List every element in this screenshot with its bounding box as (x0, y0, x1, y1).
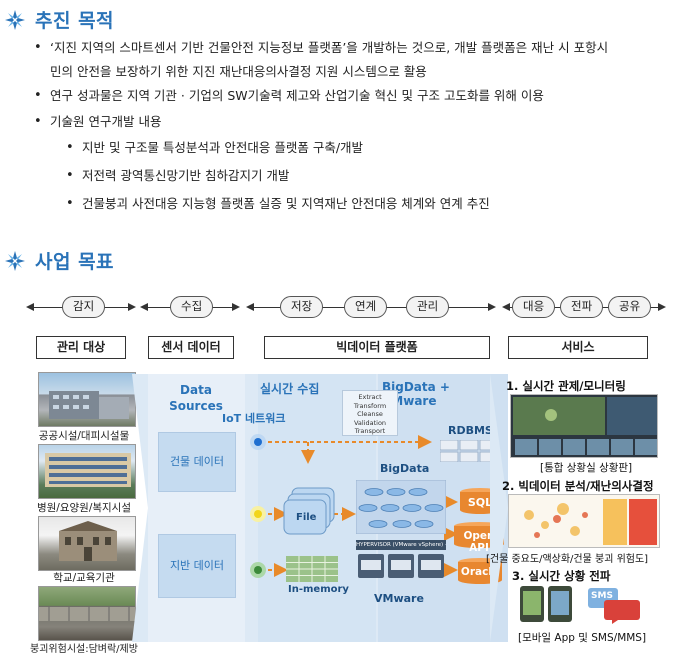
category-bigdata-platform: 빅데이터 플랫폼 (264, 336, 490, 359)
rdbms-label: RDBMS (448, 424, 493, 437)
vmware-servers-icon (358, 554, 444, 578)
service-caption: [건물 중요도/액상화/건물 붕괴 위험도] (486, 554, 649, 565)
sub-bullet-item: 지반 및 구조물 특성분석과 안전대응 플랫폼 구축/개발 (66, 136, 674, 160)
oracle-label: Oracle (460, 566, 500, 578)
stage-pill: 공유 (608, 296, 652, 318)
star-bullet-icon (5, 250, 25, 271)
ground-data-box: 지반 데이터 (158, 534, 236, 598)
target-label: 병원/요양원/복지시설 (36, 502, 131, 514)
stage-pill: 수집 (170, 296, 214, 318)
bigdata-label: BigData (380, 462, 430, 475)
stage-detect: 감지 (26, 292, 136, 324)
in-memory-grid-icon (286, 556, 338, 582)
service-caption: [모바일 App 및 SMS/MMS] (518, 632, 647, 644)
service-title: 1. 실시간 관제/모니터링 (506, 379, 626, 393)
sensor-dot-blue-icon (250, 434, 266, 450)
category-targets: 관리 대상 (36, 336, 126, 359)
stage-pill: 연계 (344, 296, 388, 318)
bullet-item: 기술원 연구개발 내용 (34, 110, 674, 134)
sms-icon: SMS (588, 586, 644, 624)
risk-facility-photo (38, 586, 136, 641)
section-title-text: 추진 목적 (35, 10, 115, 32)
school-photo (38, 516, 136, 571)
etl-box: Extract Transform Cleanse Validation Tra… (342, 390, 398, 436)
target-label: 공공시설/대피시설물 (38, 430, 130, 442)
file-label: File (296, 512, 317, 523)
building-data-box: 건물 데이터 (158, 432, 236, 492)
file-stack-icon (283, 487, 335, 535)
sub-bullet-item: 저전력 광역통신망기반 침하감지기 개발 (66, 164, 674, 188)
section-title-purpose: 추진 목적 (4, 6, 114, 33)
stage-respond-spread-share: 대응 전파 공유 (502, 292, 666, 324)
stage-pill: 저장 (280, 296, 324, 318)
realtime-collection-label: 실시간 수집 (260, 382, 320, 396)
sql-label: SQL (467, 496, 493, 509)
service-title: 3. 실시간 상황 전파 (512, 569, 611, 583)
section-title-goal: 사업 목표 (4, 247, 114, 274)
target-label: 학교/교육기관 (53, 572, 115, 584)
category-sensor-data: 센서 데이터 (148, 336, 234, 359)
sub-bullet-item: 건물붕괴 사전대응 지능형 플랫폼 실증 및 지역재난 안전대응 체계와 연계 … (66, 192, 674, 216)
iot-network-label: IoT 네트워크 (222, 412, 286, 425)
sensor-dot-yellow-icon (250, 506, 266, 522)
public-facility-photo (38, 372, 136, 427)
section-title-text: 사업 목표 (35, 251, 115, 273)
stage-store-link-manage: 저장 연계 관리 (246, 292, 496, 324)
business-goal-diagram: 감지 수집 저장 연계 관리 대응 전파 공유 관리 대상 센서 데이터 빅데이… (20, 292, 676, 655)
control-room-image (510, 394, 658, 458)
purpose-bullet-list: ‘지진 지역의 스마트센서 기반 건물안전 지능정보 플랫폼’을 개발하는 것으… (34, 36, 674, 216)
in-memory-label: In-memory (288, 584, 349, 595)
data-flow-arrows (268, 435, 458, 577)
hypervisor-bar: HYPERVISOR (VMware vSphere) + VSAN (356, 540, 446, 550)
service-title: 2. 빅데이터 분석/재난의사결정 (502, 479, 654, 493)
stage-pill: 대응 (512, 296, 556, 318)
sms-label: SMS (591, 591, 613, 601)
platform-to-services-arrow (490, 374, 508, 642)
bullet-item: 연구 성과물은 지역 기관 · 기업의 SW기술력 제고와 산업기술 혁신 및 … (34, 84, 674, 108)
bigdata-cluster-icon (356, 480, 446, 534)
stage-pill: 전파 (560, 296, 604, 318)
open-api-label: Open API (463, 530, 495, 554)
stage-collect: 수집 (140, 292, 240, 324)
vmware-label: VMware (374, 592, 424, 605)
mobile-phones-icon (520, 586, 572, 622)
bullet-item: ‘지진 지역의 스마트센서 기반 건물안전 지능정보 플랫폼’을 개발하는 것으… (34, 36, 674, 60)
stage-pill: 감지 (62, 296, 106, 318)
category-services: 서비스 (508, 336, 648, 359)
risk-map-image (508, 494, 660, 548)
targets-to-sensors-arrow (132, 374, 150, 642)
data-sources-label: Data Sources (169, 383, 223, 413)
stage-pill: 관리 (406, 296, 450, 318)
platform-panel: Data Sources 건물 데이터 지반 데이터 실시간 수집 BigDat… (148, 374, 508, 642)
target-label: 붕괴위험시설:담벼락/제방 (30, 644, 138, 655)
star-bullet-icon (5, 9, 25, 30)
sensor-dot-green-icon (250, 562, 266, 578)
hospital-photo (38, 444, 136, 499)
service-caption: [통합 상황실 상황판] (540, 462, 633, 474)
bullet-item-continuation: 민의 안전을 보장하기 위한 지진 재난대응의사결정 지원 시스템으로 활용 (50, 64, 427, 79)
